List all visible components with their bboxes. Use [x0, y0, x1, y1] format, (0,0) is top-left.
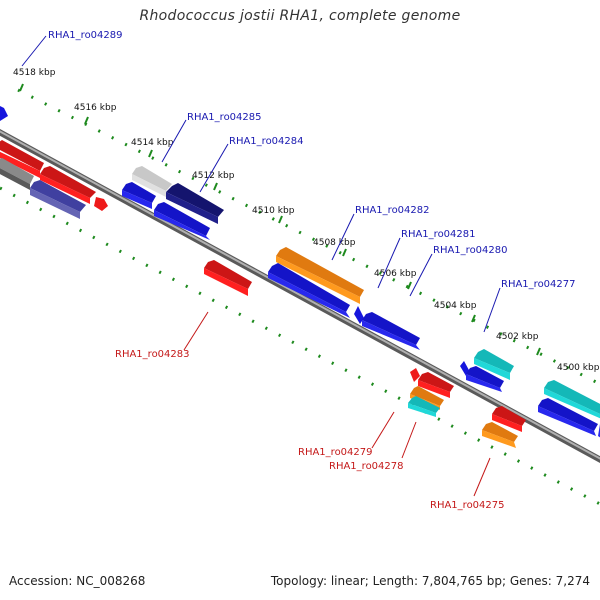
gene-navy-4284[interactable] — [166, 183, 224, 224]
ruler-tick-marks — [19, 83, 541, 356]
gene-slate-left[interactable] — [30, 180, 86, 219]
gene-label-ro04277[interactable]: RHA1_ro04277 — [501, 279, 576, 290]
gene-blue-4514a[interactable] — [122, 182, 156, 209]
gene-red-4283[interactable] — [204, 260, 252, 296]
gene-red-4275[interactable] — [492, 406, 526, 432]
tick-label-4512: 4512 kbp — [192, 171, 235, 181]
gene-cyan-4278[interactable] — [408, 396, 440, 417]
gene-orange-4282[interactable] — [276, 247, 364, 304]
gene-red-4279[interactable] — [418, 372, 454, 398]
gene-label-ro04283[interactable]: RHA1_ro04283 — [115, 349, 190, 360]
tick-label-4518: 4518 kbp — [13, 68, 56, 78]
genome-backbone — [0, 129, 600, 463]
gene-blue-4280[interactable] — [362, 312, 420, 350]
tick-label-4500: 4500 kbp — [557, 363, 600, 373]
tick-label-4506: 4506 kbp — [374, 269, 417, 279]
genome-summary-text: Topology: linear; Length: 7,804,765 bp; … — [270, 574, 590, 588]
gene-label-ro04289[interactable]: RHA1_ro04289 — [48, 30, 123, 41]
tick-label-4508: 4508 kbp — [313, 238, 356, 248]
label-leaders-bottom — [183, 311, 491, 497]
gene-label-ro04285[interactable]: RHA1_ro04285 — [187, 112, 262, 123]
gene-label-ro04275[interactable]: RHA1_ro04275 — [430, 500, 505, 511]
gene-orange-4275[interactable] — [482, 422, 518, 448]
gene-label-ro04279[interactable]: RHA1_ro04279 — [298, 447, 373, 458]
tick-label-4514: 4514 kbp — [131, 138, 174, 148]
gene-cyan-4500[interactable] — [544, 380, 600, 420]
gene-blue-4514b[interactable] — [154, 202, 210, 240]
gene-blue-small-4281[interactable] — [354, 306, 364, 324]
accession-text: Accession: NC_008268 — [9, 574, 146, 588]
tick-label-4510: 4510 kbp — [252, 206, 295, 216]
gene-red-small-4279[interactable] — [410, 368, 420, 382]
gene-blue-4500[interactable] — [538, 398, 598, 436]
map-title: Rhodococcus jostii RHA1, complete genome — [139, 8, 461, 24]
tick-label-4516: 4516 kbp — [74, 103, 117, 113]
gene-red-left-b[interactable] — [40, 166, 96, 204]
gene-label-ro04282[interactable]: RHA1_ro04282 — [355, 205, 430, 216]
gene-label-ro04281[interactable]: RHA1_ro04281 — [401, 229, 476, 240]
gene-features[interactable] — [0, 104, 600, 448]
gene-blue-edge[interactable] — [0, 104, 8, 121]
gene-blue-4281[interactable] — [268, 263, 350, 318]
gene-gray-left[interactable] — [0, 158, 34, 190]
gene-lightgray-4285[interactable] — [132, 166, 172, 197]
gene-red-left-a[interactable] — [0, 140, 44, 178]
gene-blue-4277[interactable] — [466, 366, 504, 392]
tick-label-4504: 4504 kbp — [434, 301, 477, 311]
label-leaders-top — [21, 35, 501, 333]
gene-label-ro04284[interactable]: RHA1_ro04284 — [229, 136, 304, 147]
gene-label-ro04280[interactable]: RHA1_ro04280 — [433, 245, 508, 256]
gene-red-small-left[interactable] — [94, 197, 108, 211]
gene-cyan-4277[interactable] — [474, 349, 514, 380]
tick-label-4502: 4502 kbp — [496, 332, 539, 342]
gene-label-ro04278[interactable]: RHA1_ro04278 — [329, 461, 404, 472]
